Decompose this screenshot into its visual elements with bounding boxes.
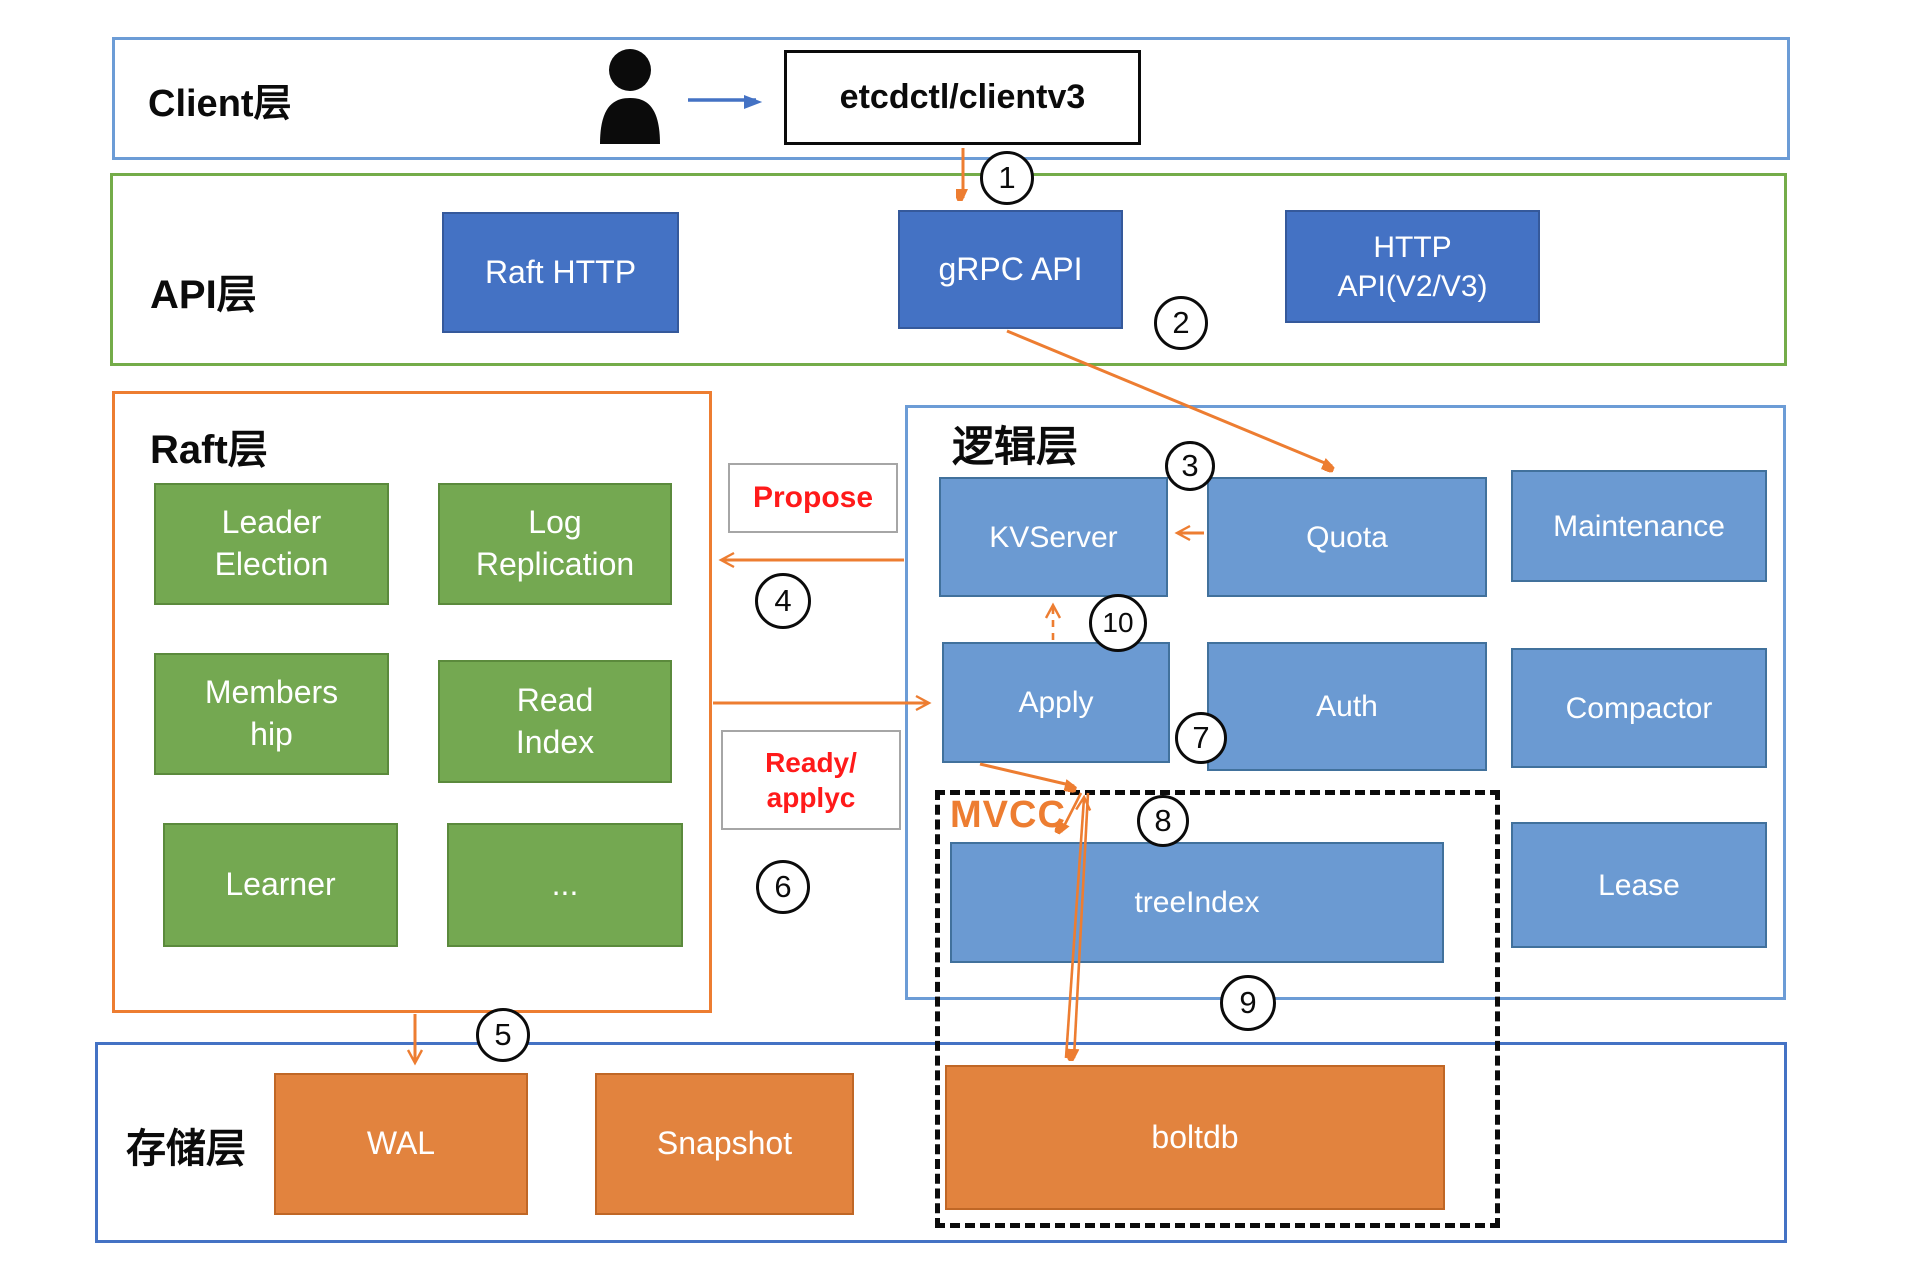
step-8-badge: 8 bbox=[1137, 795, 1189, 847]
step-6-number: 6 bbox=[774, 869, 792, 904]
raft-more-label: ... bbox=[551, 866, 579, 903]
step-2-number: 2 bbox=[1172, 305, 1190, 340]
etcdctl-clientv3-box: etcdctl/clientv3 bbox=[784, 50, 1141, 145]
grpc-api-box: gRPC API bbox=[898, 210, 1123, 329]
etcdctl-clientv3-label: etcdctl/clientv3 bbox=[839, 78, 1086, 117]
raft-http-box: Raft HTTP bbox=[442, 212, 679, 333]
ready-label-line1: Ready/ bbox=[765, 747, 857, 778]
quota-box: Quota bbox=[1207, 477, 1487, 597]
leader-election-line1: Leader bbox=[221, 504, 322, 541]
step-1-badge: 1 bbox=[980, 151, 1034, 205]
read-index-box: Read Index bbox=[438, 660, 672, 783]
learner-box: Learner bbox=[163, 823, 398, 947]
auth-label: Auth bbox=[1316, 690, 1378, 723]
http-api-label-line1: HTTP bbox=[1373, 230, 1452, 264]
step-5-number: 5 bbox=[494, 1017, 512, 1052]
wal-box: WAL bbox=[274, 1073, 528, 1215]
read-index-line2: Index bbox=[515, 723, 595, 760]
step-10-badge: 10 bbox=[1089, 594, 1147, 652]
membership-line2: hip bbox=[250, 716, 293, 752]
storage-layer-label: 存储层 bbox=[126, 1127, 246, 1171]
step-4-number: 4 bbox=[774, 583, 792, 618]
step-2-badge: 2 bbox=[1154, 296, 1208, 350]
step-8-number: 8 bbox=[1154, 803, 1172, 838]
raft-layer-label: Raft层 bbox=[150, 428, 268, 472]
apply-label: Apply bbox=[1018, 686, 1094, 719]
log-replication-line2: Replication bbox=[475, 546, 635, 582]
boltdb-label: boltdb bbox=[1151, 1118, 1239, 1155]
kvserver-box: KVServer bbox=[939, 477, 1168, 597]
compactor-label: Compactor bbox=[1565, 691, 1713, 725]
mvcc-dashed-frame bbox=[935, 790, 1500, 1228]
membership-line1: Members bbox=[204, 674, 339, 711]
step-3-badge: 3 bbox=[1165, 441, 1215, 491]
lease-box: Lease bbox=[1511, 822, 1767, 948]
step-1-number: 1 bbox=[998, 160, 1016, 195]
ready-label-line2: applyc bbox=[766, 782, 856, 813]
client-layer-label: Client层 bbox=[148, 83, 292, 125]
compactor-box: Compactor bbox=[1511, 648, 1767, 768]
membership-box: Members hip bbox=[154, 653, 389, 775]
step-5-badge: 5 bbox=[476, 1008, 530, 1062]
log-replication-line1: Log bbox=[528, 504, 582, 541]
learner-label: Learner bbox=[225, 866, 336, 903]
step-6-badge: 6 bbox=[756, 860, 810, 914]
api-layer-frame bbox=[110, 173, 1787, 366]
treeindex-label: treeIndex bbox=[1134, 886, 1260, 919]
boltdb-box: boltdb bbox=[945, 1065, 1445, 1210]
grpc-api-label: gRPC API bbox=[938, 250, 1083, 287]
maintenance-box: Maintenance bbox=[1511, 470, 1767, 582]
logic-layer-label: 逻辑层 bbox=[952, 423, 1079, 470]
snapshot-label: Snapshot bbox=[656, 1125, 793, 1162]
step-7-badge: 7 bbox=[1175, 712, 1227, 764]
raft-layer-frame bbox=[112, 391, 712, 1013]
leader-election-box: Leader Election bbox=[154, 483, 389, 605]
step-10-number: 10 bbox=[1102, 607, 1134, 638]
treeindex-box: treeIndex bbox=[950, 842, 1444, 963]
step-9-badge: 9 bbox=[1220, 975, 1276, 1031]
storage-layer-frame bbox=[95, 1042, 1787, 1243]
ready-applyc-label-box: Ready/ applyc bbox=[721, 730, 901, 830]
mvcc-label: MVCC bbox=[950, 794, 1066, 836]
raft-http-label: Raft HTTP bbox=[484, 253, 637, 290]
step-4-badge: 4 bbox=[755, 573, 811, 629]
kvserver-label: KVServer bbox=[989, 520, 1118, 554]
step-7-number: 7 bbox=[1192, 720, 1210, 755]
snapshot-box: Snapshot bbox=[595, 1073, 854, 1215]
maintenance-label: Maintenance bbox=[1553, 509, 1725, 543]
propose-label-box: Propose bbox=[728, 463, 898, 533]
raft-more-box: ... bbox=[447, 823, 683, 947]
read-index-line1: Read bbox=[516, 681, 594, 718]
http-api-box: HTTP API(V2/V3) bbox=[1285, 210, 1540, 323]
user-icon bbox=[600, 49, 660, 144]
apply-box: Apply bbox=[942, 642, 1170, 763]
auth-box: Auth bbox=[1207, 642, 1487, 771]
step-3-number: 3 bbox=[1181, 448, 1199, 483]
step-9-number: 9 bbox=[1239, 985, 1257, 1020]
http-api-label-line2: API(V2/V3) bbox=[1337, 269, 1488, 303]
api-layer-label: API层 bbox=[150, 273, 257, 317]
leader-election-line2: Election bbox=[214, 546, 329, 582]
log-replication-box: Log Replication bbox=[438, 483, 672, 605]
propose-label: Propose bbox=[752, 481, 874, 515]
client-layer-frame bbox=[112, 37, 1790, 160]
lease-label: Lease bbox=[1598, 868, 1680, 902]
wal-label: WAL bbox=[366, 1125, 436, 1162]
quota-label: Quota bbox=[1306, 520, 1388, 554]
